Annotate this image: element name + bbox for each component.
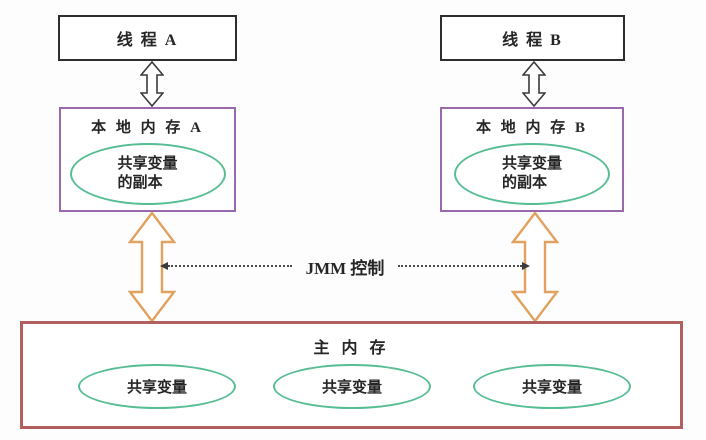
dotted-line-left [168, 265, 292, 267]
shared-variable-ellipse-2: 共享变量 [273, 364, 431, 409]
copy-a-line2: 的副本 [117, 175, 163, 191]
thread-a-box: 线 程 A [58, 15, 237, 61]
shared-variable-2-label: 共享变量 [321, 380, 382, 396]
thread-a-label: 线 程 A [116, 32, 179, 49]
dotted-arrowhead-right-icon [522, 262, 530, 270]
copy-b-line2: 的副本 [501, 175, 547, 191]
dotted-arrowhead-left-icon [160, 262, 168, 270]
thread-b-box: 线 程 B [440, 15, 625, 61]
jmm-control-label: JMM 控制 [305, 258, 385, 278]
thread-b-label: 线 程 B [502, 32, 563, 49]
double-arrow-thread-a-localmem-a-icon [140, 61, 164, 107]
shared-variable-copy-a-ellipse: 共享变量 的副本 [69, 143, 226, 205]
shared-variable-copy-b-text: 共享变量 的副本 [502, 155, 562, 194]
double-arrow-thread-b-localmem-b-icon [522, 61, 546, 107]
local-memory-a-label: 本 地 内 存 A [91, 120, 204, 136]
copy-b-line1: 共享变量 [501, 155, 562, 172]
jmm-control-connector: JMM 控制 [160, 255, 530, 278]
main-memory-box: 主 内 存 共享变量 共享变量 共享变量 [20, 321, 683, 429]
main-memory-label: 主 内 存 [313, 340, 390, 357]
shared-variable-copy-b-ellipse: 共享变量 的副本 [454, 143, 610, 205]
local-memory-b-label: 本 地 内 存 B [475, 120, 588, 136]
local-memory-b-box: 本 地 内 存 B 共享变量 的副本 [440, 107, 624, 212]
shared-variable-copy-a-text: 共享变量 的副本 [117, 155, 177, 194]
shared-variable-ellipse-1: 共享变量 [78, 364, 236, 409]
shared-variable-3-label: 共享变量 [521, 380, 582, 396]
dotted-line-right [398, 265, 522, 267]
copy-a-line1: 共享变量 [117, 155, 178, 172]
shared-variable-ellipse-3: 共享变量 [473, 364, 631, 409]
local-memory-a-box: 本 地 内 存 A 共享变量 的副本 [59, 107, 236, 212]
shared-variable-1-label: 共享变量 [126, 380, 187, 396]
